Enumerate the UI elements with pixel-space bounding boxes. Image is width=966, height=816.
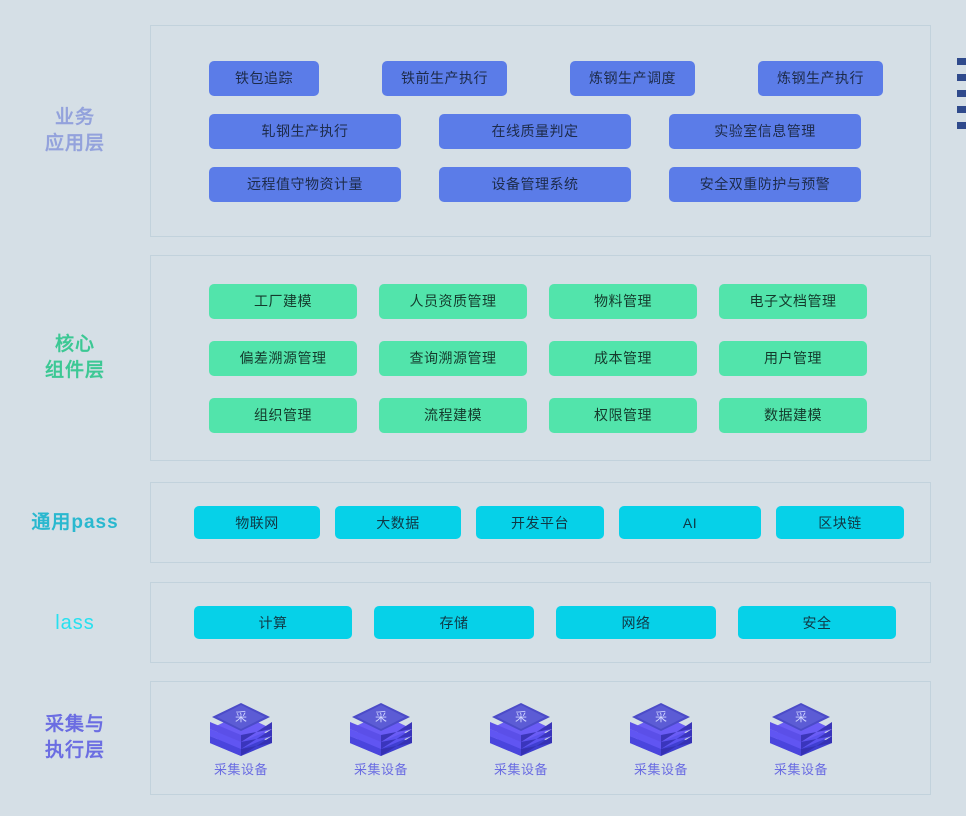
panel-business-application: 铁包追踪 铁前生产执行 炼钢生产调度 炼钢生产执行 轧钢生产执行 在线质量判定 … [150, 25, 931, 237]
device-item[interactable]: 采 采集设备 [206, 698, 276, 778]
chip-process-modeling[interactable]: 流程建模 [379, 397, 527, 433]
core-row-2: 偏差溯源管理 查询溯源管理 成本管理 用户管理 [151, 340, 930, 376]
device-label: 采集设备 [353, 762, 408, 777]
chip-compute[interactable]: 计算 [194, 606, 352, 639]
layer-label-business: 业务 应用层 [44, 107, 105, 154]
edge-marker-icon [957, 58, 966, 65]
panel-core-components: 工厂建模 人员资质管理 物料管理 电子文档管理 偏差溯源管理 查询溯源管理 成本… [150, 255, 931, 461]
device-item[interactable]: 采 采集设备 [766, 698, 836, 778]
device-item[interactable]: 采 采集设备 [346, 698, 416, 778]
device-glyph: 采 [375, 710, 387, 724]
layer-acquisition-execution: 采集与 执行层 采 [0, 681, 966, 795]
business-row-3: 远程值守物资计量 设备管理系统 安全双重防护与预警 [151, 166, 930, 202]
chip-electronic-document-management[interactable]: 电子文档管理 [719, 283, 867, 319]
device-glyph: 采 [795, 710, 807, 724]
chip-rolling-production-execution[interactable]: 轧钢生产执行 [209, 113, 401, 149]
panel-acquisition-execution: 采 采集设备 [150, 681, 931, 795]
collection-device-icon: 采 [490, 703, 552, 756]
chip-steelmaking-production-scheduling[interactable]: 炼钢生产调度 [570, 60, 695, 96]
chip-safety-dual-prevention-and-warning[interactable]: 安全双重防护与预警 [669, 166, 861, 202]
chip-factory-modeling[interactable]: 工厂建模 [209, 283, 357, 319]
layer-label-core: 核心 组件层 [44, 334, 105, 381]
chip-personnel-qualification-management[interactable]: 人员资质管理 [379, 283, 527, 319]
chip-user-management[interactable]: 用户管理 [719, 340, 867, 376]
device-glyph: 采 [515, 710, 527, 724]
device-label: 采集设备 [633, 762, 688, 777]
chip-lab-information-management[interactable]: 实验室信息管理 [669, 113, 861, 149]
edge-markers [954, 58, 966, 129]
layer-business-application: 业务 应用层 铁包追踪 铁前生产执行 炼钢生产调度 炼钢生产执行 轧钢生产执行 … [0, 25, 966, 237]
device-label: 采集设备 [773, 762, 828, 777]
chip-deviation-traceability-management[interactable]: 偏差溯源管理 [209, 340, 357, 376]
chip-security[interactable]: 安全 [738, 606, 896, 639]
device-label: 采集设备 [213, 762, 268, 777]
layer-label-acquisition: 采集与 执行层 [44, 714, 105, 761]
iaas-row-1: 计算 存储 网络 安全 [151, 606, 930, 639]
business-row-2: 轧钢生产执行 在线质量判定 实验室信息管理 [151, 113, 930, 149]
collection-device-icon: 采 [770, 703, 832, 756]
collection-device-icon: 采 [210, 703, 272, 756]
chip-data-modeling[interactable]: 数据建模 [719, 397, 867, 433]
collection-device-icon: 采 [350, 703, 412, 756]
chip-permission-management[interactable]: 权限管理 [549, 397, 697, 433]
chip-cost-management[interactable]: 成本管理 [549, 340, 697, 376]
layer-core-components: 核心 组件层 工厂建模 人员资质管理 物料管理 电子文档管理 偏差溯源管理 查询… [0, 255, 966, 461]
paas-row-1: 物联网 大数据 开发平台 AI 区块链 [151, 506, 930, 539]
device-glyph: 采 [235, 710, 247, 724]
layer-iaas: lass 计算 存储 网络 安全 [0, 582, 966, 663]
chip-organization-management[interactable]: 组织管理 [209, 397, 357, 433]
collection-device-icon: 采 [630, 703, 692, 756]
core-row-1: 工厂建模 人员资质管理 物料管理 电子文档管理 [151, 283, 930, 319]
edge-marker-icon [957, 74, 966, 81]
edge-marker-icon [957, 106, 966, 113]
chip-network[interactable]: 网络 [556, 606, 716, 639]
chip-blockchain[interactable]: 区块链 [776, 506, 904, 539]
edge-marker-icon [957, 90, 966, 97]
core-row-3: 组织管理 流程建模 权限管理 数据建模 [151, 397, 930, 433]
layer-paas: 通用pass 物联网 大数据 开发平台 AI 区块链 [0, 482, 966, 563]
chip-equipment-management-system[interactable]: 设备管理系统 [439, 166, 631, 202]
chip-iot[interactable]: 物联网 [194, 506, 320, 539]
chip-big-data[interactable]: 大数据 [335, 506, 461, 539]
device-item[interactable]: 采 采集设备 [486, 698, 556, 778]
business-row-1: 铁包追踪 铁前生产执行 炼钢生产调度 炼钢生产执行 [151, 60, 930, 96]
chip-storage[interactable]: 存储 [374, 606, 534, 639]
chip-remote-unattended-material-metering[interactable]: 远程值守物资计量 [209, 166, 401, 202]
chip-steelmaking-production-execution[interactable]: 炼钢生产执行 [758, 60, 883, 96]
layer-label-paas: 通用pass [31, 511, 119, 533]
chip-iron-ladle-tracking[interactable]: 铁包追踪 [209, 60, 319, 96]
device-label: 采集设备 [493, 762, 548, 777]
panel-paas: 物联网 大数据 开发平台 AI 区块链 [150, 482, 931, 563]
chip-online-quality-judgement[interactable]: 在线质量判定 [439, 113, 631, 149]
chip-ironmaking-production-execution[interactable]: 铁前生产执行 [382, 60, 507, 96]
edge-marker-icon [957, 122, 966, 129]
device-item[interactable]: 采 采集设备 [626, 698, 696, 778]
chip-ai[interactable]: AI [619, 506, 761, 539]
panel-iaas: 计算 存储 网络 安全 [150, 582, 931, 663]
chip-development-platform[interactable]: 开发平台 [476, 506, 604, 539]
layer-label-iaas: lass [55, 611, 95, 634]
chip-query-traceability-management[interactable]: 查询溯源管理 [379, 340, 527, 376]
chip-material-management[interactable]: 物料管理 [549, 283, 697, 319]
device-glyph: 采 [655, 710, 667, 724]
